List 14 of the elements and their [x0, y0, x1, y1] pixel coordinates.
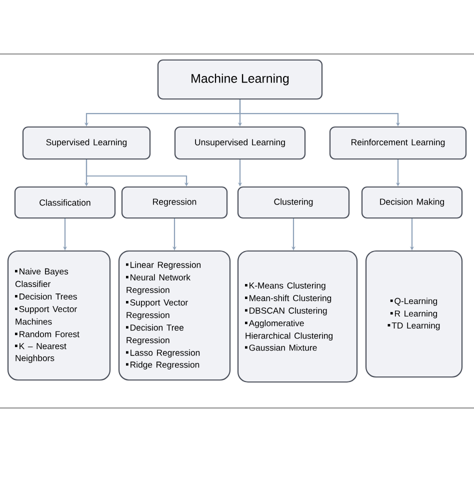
- category-box: Clustering: [237, 186, 350, 219]
- arrow: [239, 100, 400, 126]
- list-box: Q-Learning R Learning TD Learning: [365, 250, 463, 378]
- list-box: Linear Regression Neural Network Regression Support Vector Regression Decision Tree Regression Lasso Regression Ridge Regression: [118, 250, 231, 381]
- list-box: K-Means Clustering Mean-shift Clustering DBSCAN Clustering Agglomerative Hierarchical Clustering Gaussian Mixture: [237, 250, 358, 383]
- category-box: Classification: [14, 186, 116, 219]
- arrow: [86, 160, 189, 186]
- category-box: Unsupervised Learning: [174, 126, 306, 160]
- list-box: Naive Bayes Classifier Decision Trees Support Vector Machines Random Forest K – Nearest Neighbors: [7, 250, 111, 381]
- category-box: Decision Making: [361, 186, 463, 219]
- category-box: Supervised Learning: [22, 126, 151, 160]
- category-box: Regression: [121, 186, 228, 219]
- root-box: Machine Learning: [157, 59, 323, 100]
- category-box: Reinforcement Learning: [329, 126, 467, 160]
